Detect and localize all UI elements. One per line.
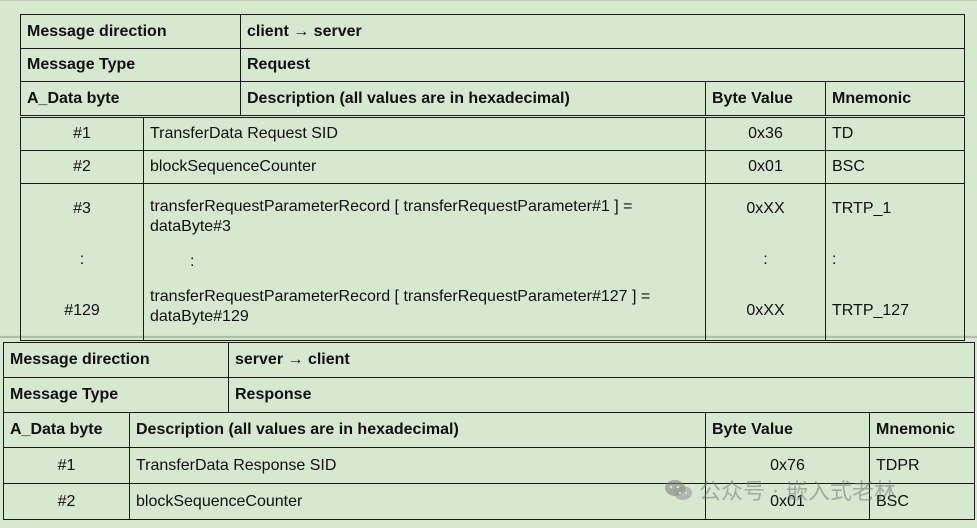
group-mnemonic: TRTP_1 : TRTP_127 <box>825 183 965 341</box>
group-byte: #3 : #129 <box>20 183 144 341</box>
direction-label: Message direction <box>3 342 229 378</box>
header-byte-value: Byte Value <box>705 81 826 116</box>
row-description: TransferData Response SID <box>129 447 706 484</box>
header-mnemonic: Mnemonic <box>869 412 975 448</box>
header-mnemonic: Mnemonic <box>825 81 965 116</box>
row-byte: #2 <box>20 150 144 184</box>
type-value: Response <box>228 377 975 413</box>
response-table: Message direction server → client Messag… <box>3 342 975 413</box>
row-description: blockSequenceCounter <box>143 150 706 184</box>
group-value-first: 0xXX <box>746 200 785 217</box>
row-value: 0x01 <box>705 150 826 184</box>
table-row: #1 TransferData Response SID 0x76 TDPR <box>3 447 975 484</box>
request-table: Message direction client → server Messag… <box>20 14 965 116</box>
direction-value: server → client <box>228 342 975 378</box>
response-header-row: A_Data byte Description (all values are … <box>3 412 975 448</box>
group-mn-last: TRTP_127 <box>832 302 910 319</box>
request-direction-row: Message direction client → server <box>20 14 965 49</box>
row-mnemonic: TD <box>825 117 965 151</box>
header-data-byte: A_Data byte <box>20 81 241 116</box>
group-value-dots: : <box>763 251 768 268</box>
group-byte-dots: : <box>79 251 85 268</box>
group-description: transferRequestParameterRecord [ transfe… <box>143 183 706 341</box>
response-body-table: A_Data byte Description (all values are … <box>3 412 975 520</box>
header-description: Description (all values are in hexadecim… <box>240 81 706 116</box>
row-value: 0x36 <box>705 117 826 151</box>
group-desc-first: transferRequestParameterRecord [ transfe… <box>150 198 633 235</box>
direction-label: Message direction <box>20 14 241 49</box>
request-type-row: Message Type Request <box>20 48 965 82</box>
response-type-row: Message Type Response <box>3 377 975 413</box>
direction-value: client → server <box>240 14 965 49</box>
header-data-byte: A_Data byte <box>3 412 130 448</box>
row-value: 0x76 <box>705 447 870 484</box>
row-mnemonic: BSC <box>825 150 965 184</box>
row-mnemonic: BSC <box>869 483 975 520</box>
row-description: blockSequenceCounter <box>129 483 706 520</box>
row-byte: #2 <box>3 483 130 520</box>
row-description: TransferData Request SID <box>143 117 706 151</box>
group-value-last: 0xXX <box>746 302 785 319</box>
row-byte: #1 <box>3 447 130 484</box>
row-byte: #1 <box>20 117 144 151</box>
request-body-table: #1 TransferData Request SID 0x36 TD #2 b… <box>20 117 965 341</box>
group-byte-first: #3 <box>73 200 91 217</box>
header-description: Description (all values are in hexadecim… <box>129 412 706 448</box>
request-header-row: A_Data byte Description (all values are … <box>20 81 965 116</box>
type-label: Message Type <box>3 377 229 413</box>
group-value: 0xXX : 0xXX <box>705 183 826 341</box>
table-row-group: #3 : #129 transferRequestParameterRecord… <box>20 183 965 341</box>
group-desc-last: transferRequestParameterRecord [ transfe… <box>150 288 651 325</box>
type-label: Message Type <box>20 48 241 82</box>
group-byte-last: #129 <box>64 302 100 319</box>
group-mn-dots: : <box>832 251 837 268</box>
type-value: Request <box>240 48 965 82</box>
row-mnemonic: TDPR <box>869 447 975 484</box>
header-byte-value: Byte Value <box>705 412 870 448</box>
group-mn-first: TRTP_1 <box>832 200 892 217</box>
table-row: #2 blockSequenceCounter 0x01 BSC <box>20 150 965 184</box>
row-value: 0x01 <box>705 483 870 520</box>
response-direction-row: Message direction server → client <box>3 342 975 378</box>
table-row: #1 TransferData Request SID 0x36 TD <box>20 117 965 151</box>
table-row: #2 blockSequenceCounter 0x01 BSC <box>3 483 975 520</box>
group-desc-dots: : <box>190 253 195 270</box>
